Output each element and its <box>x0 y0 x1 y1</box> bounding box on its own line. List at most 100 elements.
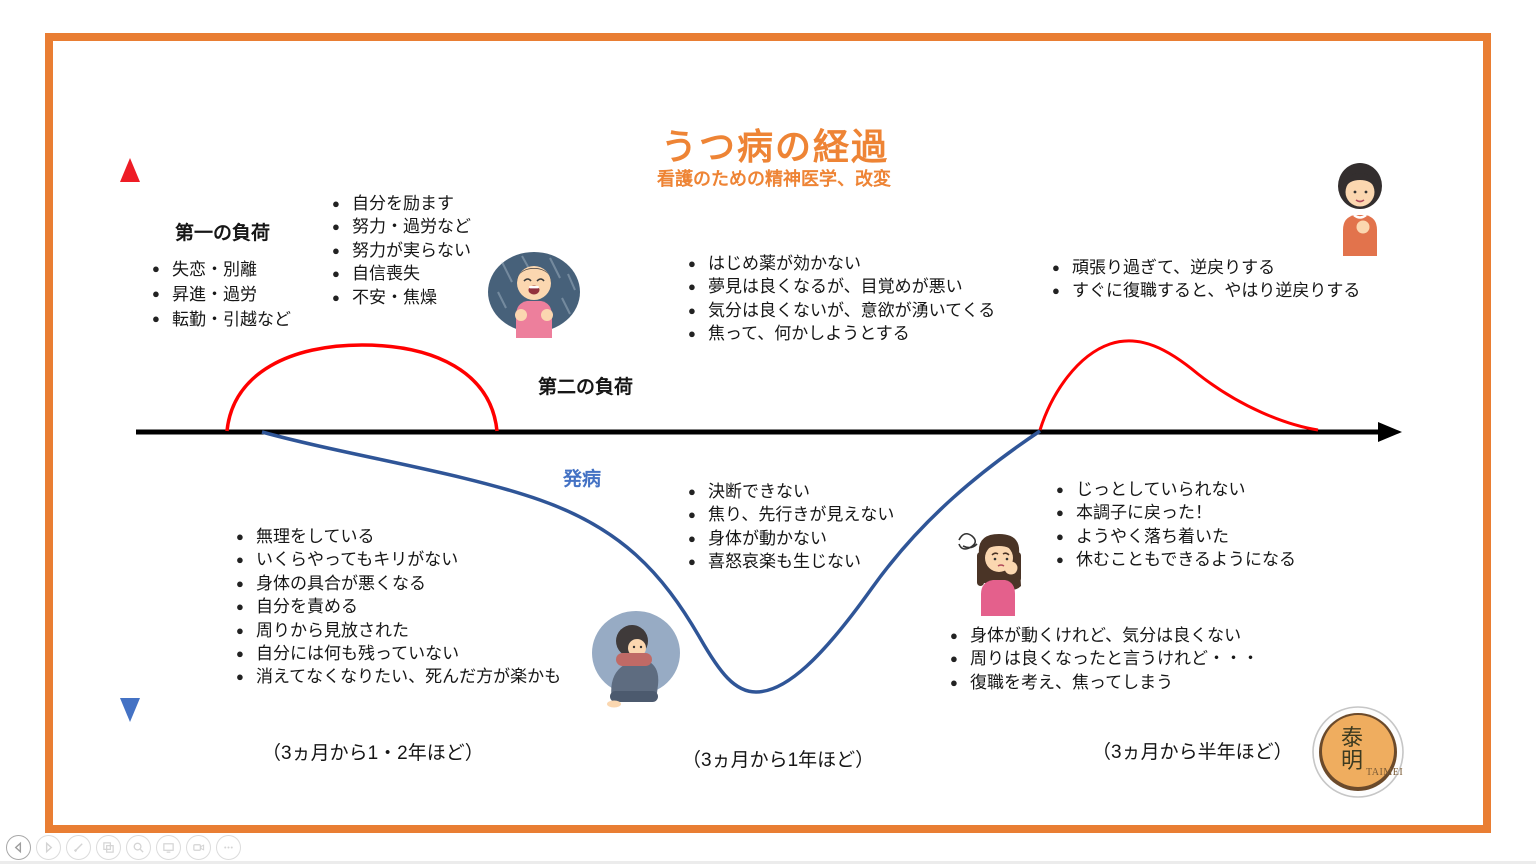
list-item: ●自分を責める <box>236 595 561 618</box>
logo-romaji: TAIMEI <box>1366 767 1403 778</box>
duration-phase3: （3ヵ月から半年ほど） <box>1092 742 1293 763</box>
bullet-icon: ● <box>236 669 244 685</box>
bullet-icon: ● <box>1056 505 1064 521</box>
pen-icon <box>73 843 83 853</box>
list-item: ●決断できない <box>688 480 894 503</box>
bullet-icon: ● <box>688 279 696 295</box>
list-item: ●昇進・過労 <box>152 282 291 307</box>
bullet-icon: ● <box>236 552 244 568</box>
previous-slide-button[interactable] <box>6 835 31 860</box>
zoom-button[interactable] <box>126 835 151 860</box>
bullet-icon: ● <box>236 529 244 544</box>
ellipsis-icon <box>224 846 233 849</box>
bullet-icon: ● <box>236 622 244 638</box>
list-item: ●身体が動かない <box>688 527 894 550</box>
woman-forcing-smile-in-rain-illustration <box>488 252 580 338</box>
camera-button[interactable] <box>186 835 211 860</box>
slides-grid-icon <box>103 842 114 853</box>
logo-kanji-bottom: 明 <box>1341 749 1363 774</box>
page-title: うつ病の経過 <box>660 126 890 167</box>
bullet-icon: ● <box>332 266 340 282</box>
bullet-icon: ● <box>1056 552 1064 568</box>
list-item: ●自信喪失 <box>332 262 471 285</box>
list-item: ●失恋・別離 <box>152 257 291 282</box>
previous-arrow-icon <box>14 841 22 854</box>
list-item: ●焦って、何かしようとする <box>688 322 995 345</box>
logo-kanji-top: 泰 <box>1341 726 1363 751</box>
list-item: ●いくらやってもキリがない <box>236 548 561 571</box>
onset-label: 発病 <box>563 469 602 490</box>
bullet-icon: ● <box>332 196 340 211</box>
duration-phase2: （3ヵ月から1年ほど） <box>682 750 875 771</box>
bullet-icon: ● <box>332 219 340 235</box>
bullet-icon: ● <box>152 286 160 301</box>
woman-hand-on-cheek-worried-illustration <box>958 532 1021 616</box>
list-item: ●焦り、先行きが見えない <box>688 503 894 526</box>
first-load-heading: 第一の負荷 <box>175 223 271 244</box>
next-slide-button[interactable] <box>36 835 61 860</box>
bullet-icon: ● <box>236 646 244 662</box>
magnifier-icon <box>133 842 144 853</box>
bullet-icon: ● <box>1052 260 1060 275</box>
list-item: ●復職を考え、焦ってしまう <box>950 671 1259 694</box>
list-item: ●はじめ薬が効かない <box>688 252 995 275</box>
recovery-phase-list: ●じっとしていられない ●本調子に戻った！ ●ようやく落ち着いた ●休むこともで… <box>1056 478 1296 572</box>
list-item: ●努力が実らない <box>332 239 471 262</box>
bullet-icon: ● <box>688 554 696 570</box>
bottom-edge-line <box>0 861 1536 864</box>
camera-icon <box>193 844 205 851</box>
bullet-icon: ● <box>152 261 160 276</box>
slideshow-toolbar <box>6 835 241 860</box>
list-item: ●努力・過労など <box>332 215 471 238</box>
person-hugging-knees-depressed-illustration <box>592 611 680 708</box>
list-item: ●頑張り過ぎて、逆戻りする <box>1052 256 1360 279</box>
list-item: ●身体が動くけれど、気分は良くない <box>950 624 1259 647</box>
list-item: ●転勤・引越など <box>152 307 291 332</box>
second-load-heading: 第二の負荷 <box>538 377 634 398</box>
list-item: ●本調子に戻った！ <box>1056 501 1296 524</box>
monitor-icon <box>163 843 174 853</box>
list-item: ●周りは良くなったと言うけれど・・・ <box>950 647 1259 670</box>
bullet-icon: ● <box>236 575 244 591</box>
list-item: ●ようやく落ち着いた <box>1056 525 1296 548</box>
bullet-icon: ● <box>1056 528 1064 544</box>
list-item: ●周りから見放された <box>236 619 561 642</box>
list-item: ●身体の具合が悪くなる <box>236 572 561 595</box>
list-item: ●喜怒哀楽も生じない <box>688 550 894 573</box>
bullet-icon: ● <box>950 628 958 643</box>
list-item: ●不安・焦燥 <box>332 286 471 309</box>
display-button[interactable] <box>156 835 181 860</box>
more-button[interactable] <box>216 835 241 860</box>
pen-button[interactable] <box>66 835 91 860</box>
bullet-icon: ● <box>332 289 340 305</box>
relapse-risk-list: ●頑張り過ぎて、逆戻りする ●すぐに復職すると、やはり逆戻りする <box>1052 256 1360 303</box>
list-item: ●自分には何も残っていない <box>236 642 561 665</box>
bullet-icon: ● <box>950 651 958 667</box>
list-item: ●休むこともできるようになる <box>1056 548 1296 571</box>
bullet-icon: ● <box>1052 283 1060 299</box>
list-item: ●じっとしていられない <box>1056 478 1296 501</box>
bullet-icon: ● <box>688 302 696 318</box>
list-item: ●気分は良くないが、意欲が湧いてくる <box>688 299 995 322</box>
bullet-icon: ● <box>236 599 244 615</box>
depressive-state-list: ●無理をしている ●いくらやってもキリがない ●身体の具合が悪くなる ●自分を責… <box>236 525 561 689</box>
bullet-icon: ● <box>332 242 340 258</box>
early-strain-list: ●自分を励ます ●努力・過労など ●努力が実らない ●自信喪失 ●不安・焦燥 <box>332 192 471 309</box>
bullet-icon: ● <box>1056 482 1064 497</box>
taimei-logo: 泰 明 TAIMEI <box>1312 706 1404 798</box>
list-item: ●無理をしている <box>236 525 561 548</box>
bullet-icon: ● <box>688 326 696 342</box>
bullet-icon: ● <box>950 674 958 690</box>
page-subtitle: 看護のための精神医学、改変 <box>657 169 891 189</box>
list-item: ●自分を励ます <box>332 192 471 215</box>
duration-phase1: （3ヵ月から1・2年ほど） <box>262 743 484 764</box>
next-arrow-icon <box>45 841 53 854</box>
woman-hand-on-chest-relieved-illustration <box>1338 163 1382 256</box>
return-to-work-list: ●身体が動くけれど、気分は良くない ●周りは良くなったと言うけれど・・・ ●復職… <box>950 624 1259 694</box>
list-item: ●夢見は良くなるが、目覚めが悪い <box>688 275 995 298</box>
all-slides-button[interactable] <box>96 835 121 860</box>
bullet-icon: ● <box>688 484 696 499</box>
first-load-causes-list: ●失恋・別離 ●昇進・過労 ●転勤・引越など <box>152 257 291 332</box>
bullet-icon: ● <box>152 311 160 326</box>
